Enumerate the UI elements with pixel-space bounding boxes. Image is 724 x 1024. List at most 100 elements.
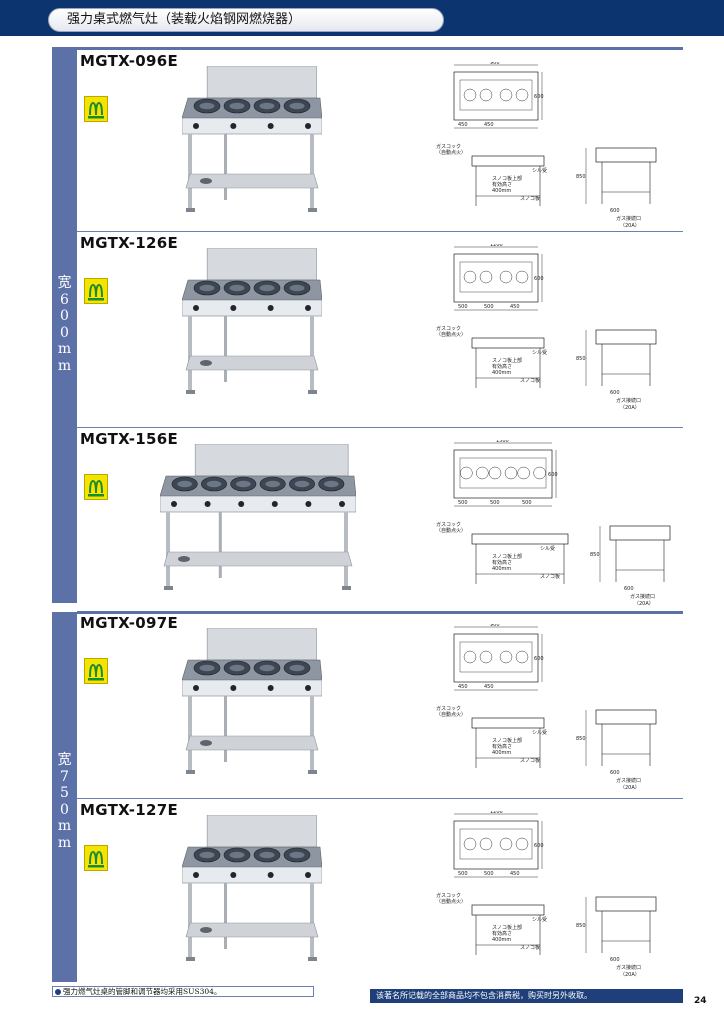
- svg-text:600: 600: [610, 957, 620, 963]
- model-block: MGTX-127E: [80, 801, 683, 981]
- gas-mark-logo: [84, 96, 108, 122]
- svg-text:（自動点火）: （自動点火）: [436, 711, 466, 718]
- divider: [77, 231, 683, 232]
- svg-text:シル受: シル受: [532, 167, 547, 174]
- svg-text:850: 850: [576, 174, 586, 180]
- svg-text:ガス接続口: ガス接続口: [616, 777, 641, 784]
- svg-text:スノコ板: スノコ板: [520, 377, 540, 384]
- section-rule: [77, 47, 683, 50]
- svg-text:スノコ板上部: スノコ板上部: [492, 175, 522, 182]
- model-block: MGTX-096E: [80, 52, 683, 232]
- range-photo: [182, 628, 322, 778]
- model-name: MGTX-096E: [80, 52, 179, 70]
- svg-text:有効高さ: 有効高さ: [492, 743, 512, 750]
- material-note: 强力燃气灶桌的管脚和调节器均采用SUS304。: [52, 986, 314, 997]
- model-name: MGTX-156E: [80, 430, 179, 448]
- svg-text:850: 850: [576, 356, 586, 362]
- model-name: MGTX-097E: [80, 614, 179, 632]
- top-view-diagram: 900 450 450 600: [450, 624, 548, 696]
- svg-text:600: 600: [610, 770, 620, 776]
- svg-text:（自動点火）: （自動点火）: [436, 527, 466, 534]
- page-number: 24: [694, 996, 707, 1006]
- svg-text:450: 450: [510, 304, 520, 310]
- svg-text:600: 600: [534, 276, 544, 282]
- svg-text:ガスコック: ガスコック: [436, 325, 461, 332]
- svg-text:450: 450: [484, 122, 494, 128]
- svg-text:スノコ板上部: スノコ板上部: [492, 553, 522, 560]
- svg-text:有効高さ: 有効高さ: [492, 181, 512, 188]
- svg-text:600: 600: [610, 208, 620, 214]
- svg-text:450: 450: [458, 122, 468, 128]
- svg-text:850: 850: [576, 736, 586, 742]
- svg-text:ガスコック: ガスコック: [436, 892, 461, 899]
- dim-total: 1200: [490, 811, 503, 815]
- svg-text:（20A）: （20A）: [634, 601, 654, 607]
- svg-text:600: 600: [610, 390, 620, 396]
- svg-text:シル受: シル受: [540, 545, 555, 552]
- front-view-diagram: ガスコック （自動点火） シル受 スノコ板上部 有効高さ 400mm スノコ板: [436, 324, 576, 406]
- svg-text:スノコ板上部: スノコ板上部: [492, 357, 522, 364]
- svg-text:500: 500: [522, 500, 532, 506]
- front-view-diagram: ガスコック （自動点火） シル受 スノコ板上部 有効高さ 400mm スノコ板: [436, 891, 576, 973]
- dim-total: 1500: [496, 440, 509, 444]
- svg-text:スノコ板: スノコ板: [520, 195, 540, 202]
- svg-text:450: 450: [510, 871, 520, 877]
- svg-text:スノコ板: スノコ板: [520, 757, 540, 764]
- svg-text:（20A）: （20A）: [620, 785, 640, 791]
- range-photo: [160, 444, 356, 594]
- svg-text:400mm: 400mm: [492, 370, 511, 376]
- front-view-diagram: ガスコック （自動点火） シル受 スノコ板上部 有効高さ 400mm スノコ板: [436, 142, 576, 224]
- model-name: MGTX-127E: [80, 801, 179, 819]
- side-view-diagram: 850 600 ガス接続口 （20A）: [576, 324, 666, 412]
- bullet-icon: [55, 988, 61, 995]
- gas-mark-logo: [84, 845, 108, 871]
- svg-text:スノコ板: スノコ板: [520, 944, 540, 951]
- dim-total: 900: [490, 62, 500, 66]
- top-view-diagram: 900 450 450 600: [450, 62, 548, 134]
- svg-text:（20A）: （20A）: [620, 405, 640, 411]
- top-view-diagram: 1500 500 500 500 600: [450, 440, 562, 512]
- front-view-diagram: ガスコック （自動点火） シル受 スノコ板上部 有効高さ 400mm スノコ板: [436, 704, 576, 786]
- svg-text:500: 500: [458, 871, 468, 877]
- range-photo: [182, 815, 322, 965]
- svg-text:850: 850: [576, 923, 586, 929]
- svg-text:（自動点火）: （自動点火）: [436, 331, 466, 338]
- svg-text:850: 850: [590, 552, 600, 558]
- dim-total: 900: [490, 624, 500, 628]
- svg-text:（自動点火）: （自動点火）: [436, 898, 466, 905]
- side-view-diagram: 850 600 ガス接続口 （20A）: [590, 520, 680, 608]
- model-name: MGTX-126E: [80, 234, 179, 252]
- svg-text:600: 600: [534, 656, 544, 662]
- svg-text:400mm: 400mm: [492, 566, 511, 572]
- svg-text:500: 500: [484, 871, 494, 877]
- svg-text:ガスコック: ガスコック: [436, 143, 461, 150]
- svg-text:ガスコック: ガスコック: [436, 705, 461, 712]
- svg-text:スノコ板上部: スノコ板上部: [492, 924, 522, 931]
- svg-text:500: 500: [484, 304, 494, 310]
- svg-text:ガス接続口: ガス接続口: [616, 397, 641, 404]
- range-photo: [182, 248, 322, 398]
- svg-text:シル受: シル受: [532, 729, 547, 736]
- svg-text:有効高さ: 有効高さ: [492, 559, 512, 566]
- svg-text:ガスコック: ガスコック: [436, 521, 461, 528]
- svg-text:400mm: 400mm: [492, 750, 511, 756]
- top-view-diagram: 1200 500 500 450 600: [450, 811, 548, 883]
- svg-text:600: 600: [548, 472, 558, 478]
- top-view-diagram: 1200 500 500 450 600: [450, 244, 548, 316]
- svg-text:ガス接続口: ガス接続口: [616, 964, 641, 971]
- svg-text:ガス接続口: ガス接続口: [630, 593, 655, 600]
- svg-text:スノコ板: スノコ板: [540, 573, 560, 580]
- divider: [77, 427, 683, 428]
- side-view-diagram: 850 600 ガス接続口 （20A）: [576, 704, 666, 792]
- gas-mark-logo: [84, 474, 108, 500]
- range-photo: [182, 66, 322, 216]
- svg-text:（自動点火）: （自動点火）: [436, 149, 466, 156]
- svg-text:スノコ板上部: スノコ板上部: [492, 737, 522, 744]
- svg-text:600: 600: [534, 94, 544, 100]
- header-band: 强力桌式燃气灶（装载火焰钢网燃烧器）: [0, 0, 724, 36]
- dim-total: 1200: [490, 244, 503, 248]
